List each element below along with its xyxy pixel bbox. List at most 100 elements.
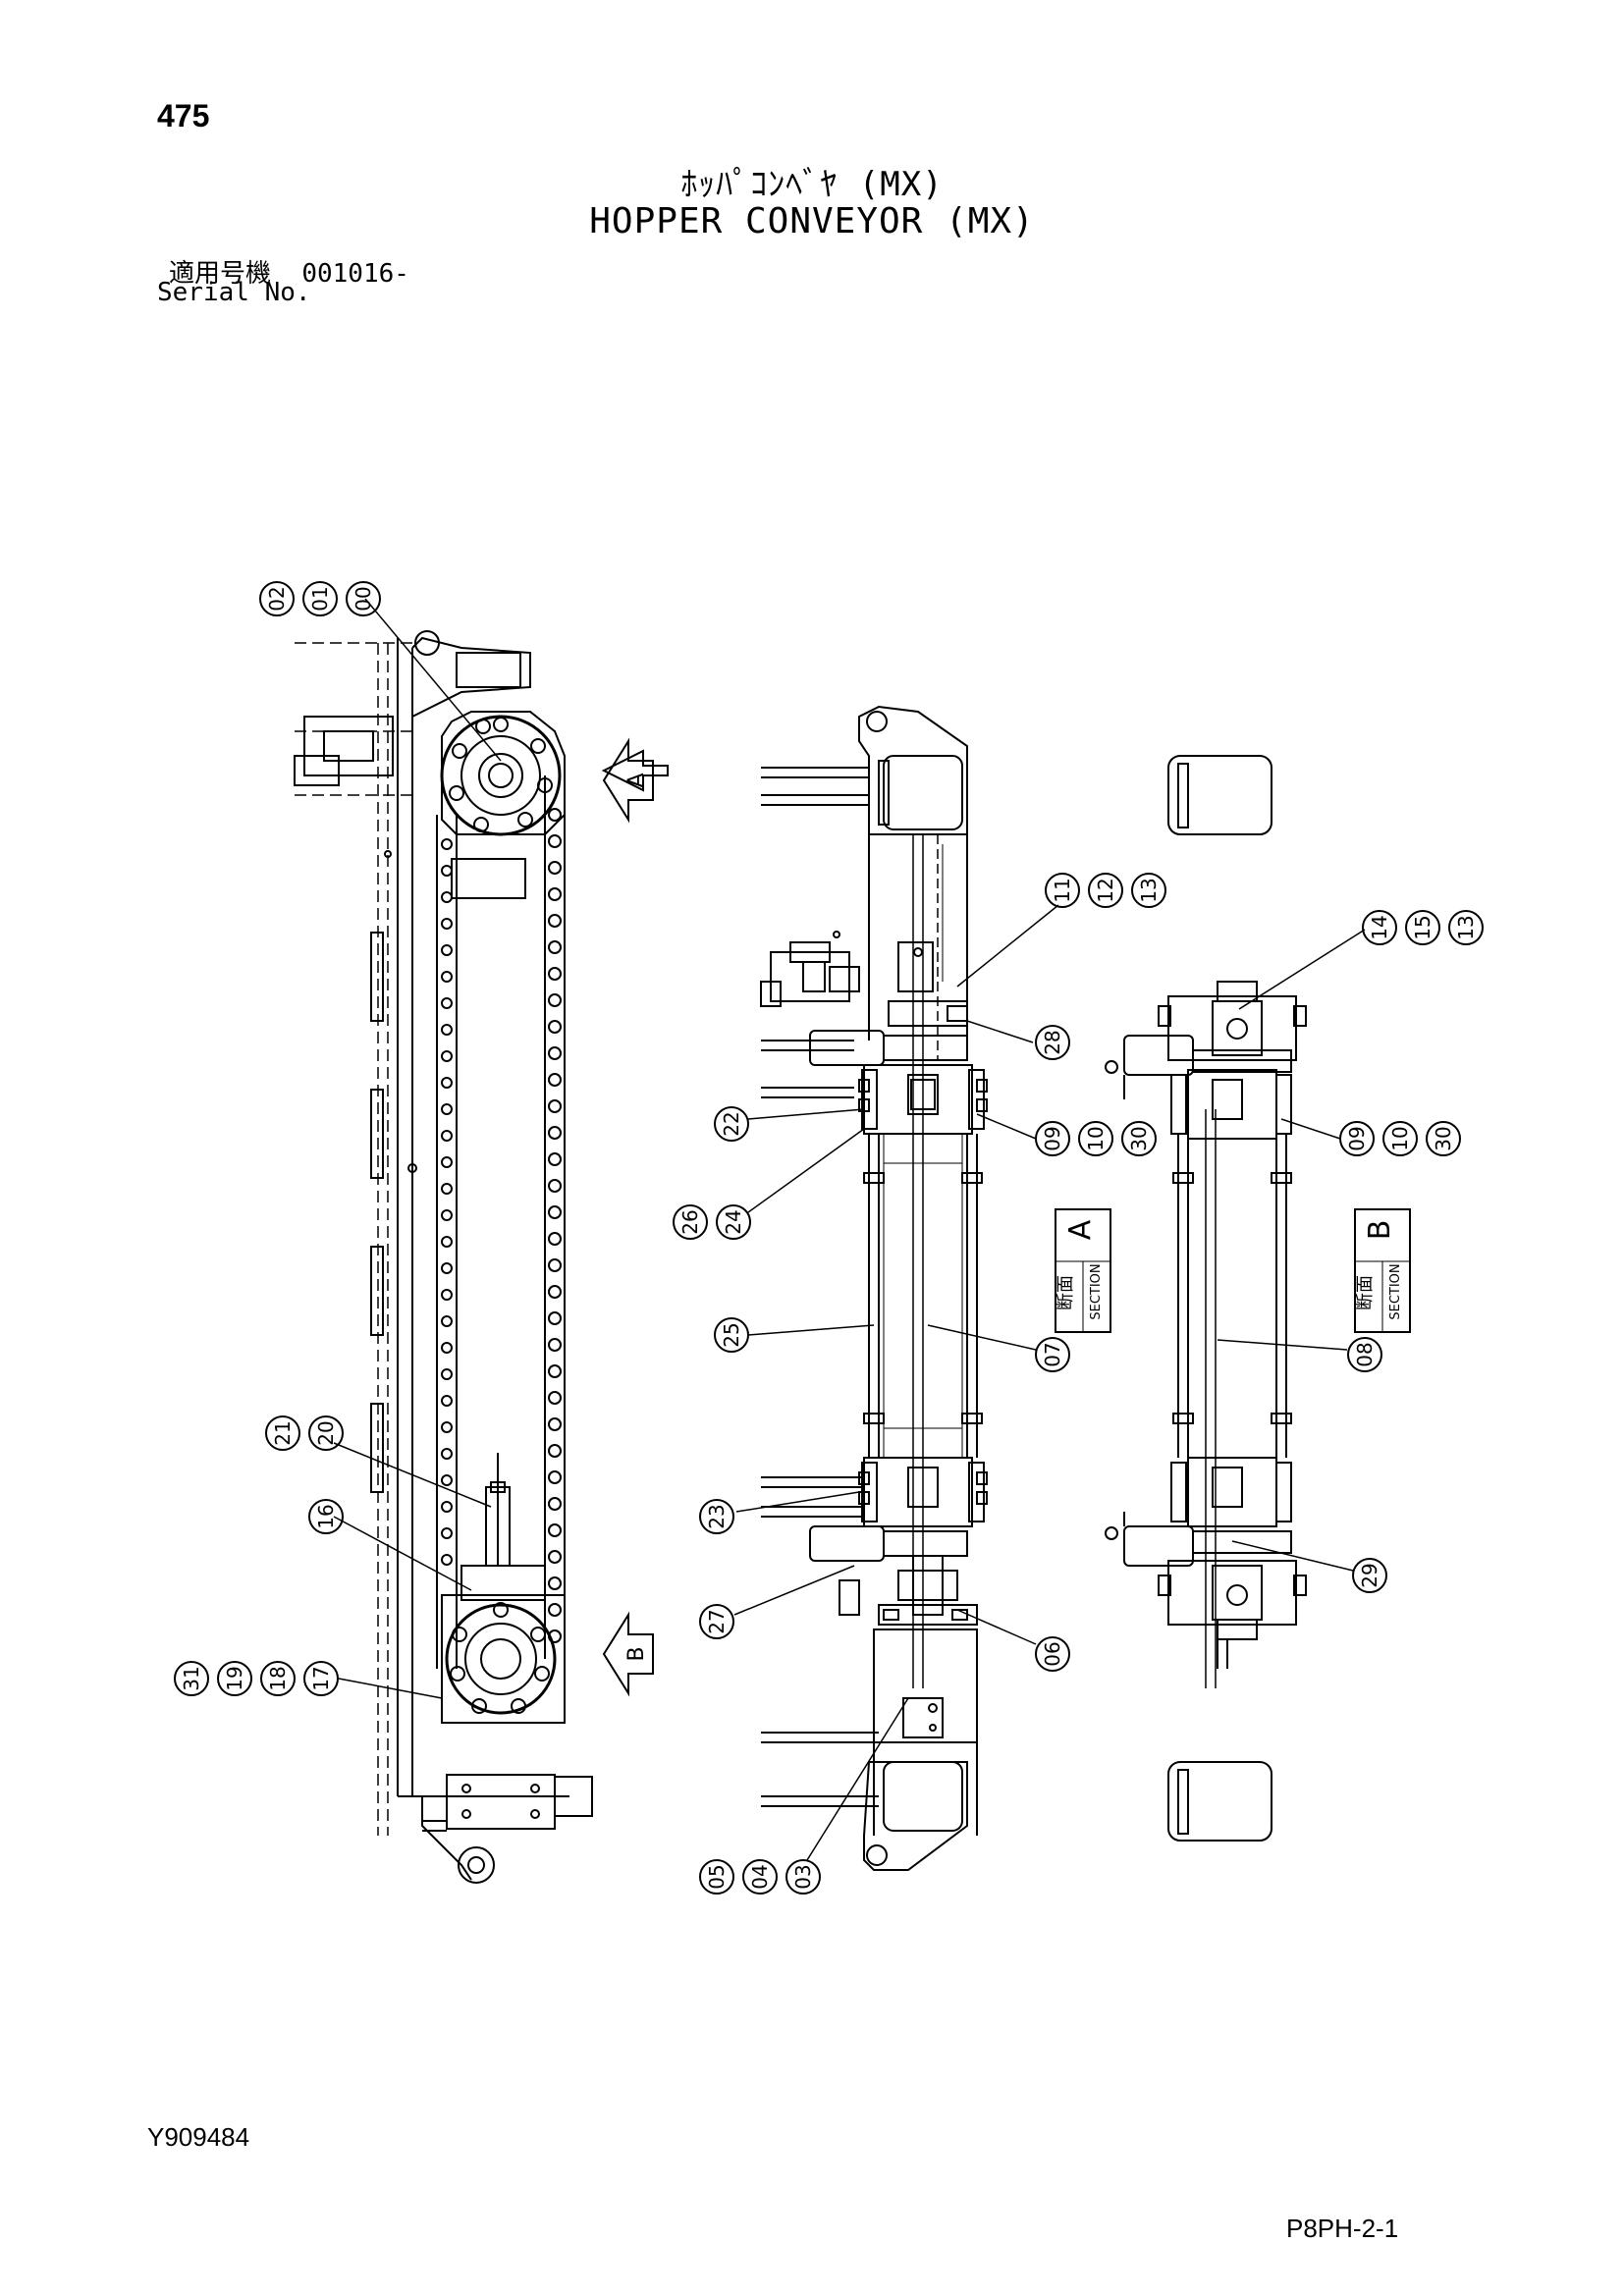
chain-link: [548, 1338, 562, 1352]
chain-link: [441, 1103, 453, 1115]
svg-text:30: 30: [1127, 1126, 1151, 1150]
chain-link: [441, 1050, 453, 1062]
chain-link: [441, 1448, 453, 1460]
svg-text:20: 20: [314, 1420, 338, 1445]
serial-label-jp: 適用号機 001016-: [169, 253, 409, 290]
callout-11: 11: [1045, 873, 1080, 908]
callout-25: 25: [714, 1317, 749, 1353]
svg-text:13: 13: [1137, 878, 1161, 902]
svg-text:00: 00: [352, 586, 375, 611]
callout-14: 14: [1362, 910, 1397, 945]
svg-text:26: 26: [678, 1209, 702, 1234]
chain-link: [441, 1395, 453, 1407]
chain-link: [441, 865, 453, 877]
chain-link: [548, 1311, 562, 1325]
callout-09-b: 09: [1339, 1121, 1375, 1156]
chain-link: [548, 1179, 562, 1193]
chain-link: [441, 1209, 453, 1221]
svg-text:15: 15: [1411, 915, 1435, 939]
callout-28: 28: [1035, 1025, 1070, 1060]
chain-link: [441, 891, 453, 903]
callout-27: 27: [699, 1604, 734, 1639]
callout-20: 20: [308, 1415, 344, 1451]
chain-link: [441, 918, 453, 930]
callout-07: 07: [1035, 1337, 1070, 1372]
chain-link: [441, 1236, 453, 1248]
chain-link: [441, 1368, 453, 1380]
chain-link: [548, 1576, 562, 1590]
svg-text:09: 09: [1345, 1126, 1369, 1150]
chain-link: [548, 1020, 562, 1034]
chain-link: [548, 1629, 562, 1643]
svg-text:08: 08: [1353, 1342, 1377, 1366]
chain-link: [548, 1073, 562, 1087]
view-arrow-a-label: A: [624, 773, 649, 787]
callout-19: 19: [217, 1661, 252, 1696]
chain-link: [441, 1289, 453, 1301]
callout-04: 04: [742, 1859, 778, 1895]
serial-label-en: Serial No.: [157, 278, 311, 307]
left-side-view: [294, 630, 593, 1884]
callout-13: 13: [1131, 873, 1166, 908]
svg-text:23: 23: [705, 1504, 729, 1528]
chain-link: [441, 1501, 453, 1513]
chain-link: [441, 1024, 453, 1036]
chain-link: [441, 1262, 453, 1274]
title-english: HOPPER CONVEYOR (MX): [589, 201, 1035, 241]
chain-link: [548, 967, 562, 981]
svg-text:27: 27: [705, 1609, 729, 1633]
leader-lines: [333, 598, 1366, 1861]
section-a-en: SECTION: [1089, 1263, 1104, 1319]
chain-link: [548, 1099, 562, 1113]
callout-13-b: 13: [1448, 910, 1484, 945]
svg-text:10: 10: [1084, 1126, 1108, 1150]
section-a-view: [760, 705, 988, 1871]
svg-text:07: 07: [1041, 1342, 1064, 1366]
svg-text:14: 14: [1368, 915, 1391, 939]
callout-12: 12: [1088, 873, 1123, 908]
chain-link: [441, 944, 453, 956]
chain-link: [548, 1232, 562, 1246]
svg-text:06: 06: [1041, 1641, 1064, 1666]
callout-16: 16: [308, 1499, 344, 1534]
chain-link: [441, 971, 453, 983]
svg-text:30: 30: [1432, 1126, 1455, 1150]
svg-text:24: 24: [722, 1209, 745, 1234]
chain-link: [441, 997, 453, 1009]
callout-00: 00: [346, 581, 381, 616]
view-arrow-a: A: [601, 737, 669, 824]
section-b-letter: B: [1363, 1220, 1397, 1241]
callout-23: 23: [699, 1499, 734, 1534]
section-b-en: SECTION: [1388, 1263, 1403, 1319]
section-a-label: A 断面 SECTION: [1055, 1208, 1111, 1333]
chain-link: [441, 838, 453, 850]
chain-link: [441, 1527, 453, 1539]
callout-06: 06: [1035, 1636, 1070, 1672]
svg-text:17: 17: [309, 1666, 333, 1690]
svg-text:02: 02: [265, 586, 289, 611]
sheet-code: P8PH-2-1: [1286, 2214, 1399, 2243]
chain-link: [548, 887, 562, 901]
svg-text:19: 19: [223, 1666, 246, 1690]
callout-08: 08: [1347, 1337, 1382, 1372]
section-a-jp: 断面: [1056, 1275, 1076, 1310]
serial-value: 001016-: [301, 259, 409, 289]
callout-01: 01: [302, 581, 338, 616]
callout-09: 09: [1035, 1121, 1070, 1156]
svg-text:28: 28: [1041, 1030, 1064, 1054]
callout-02: 02: [259, 581, 295, 616]
callout-30: 30: [1121, 1121, 1157, 1156]
callout-03: 03: [785, 1859, 821, 1895]
svg-text:18: 18: [266, 1666, 290, 1690]
callout-24: 24: [716, 1204, 751, 1240]
svg-text:29: 29: [1358, 1563, 1381, 1587]
svg-text:10: 10: [1388, 1126, 1412, 1150]
svg-text:13: 13: [1454, 915, 1478, 939]
chain-link: [548, 1391, 562, 1405]
svg-text:05: 05: [705, 1864, 729, 1889]
chain-link: [548, 1046, 562, 1060]
svg-text:21: 21: [271, 1420, 295, 1445]
section-a-letter: A: [1063, 1219, 1098, 1240]
chain-link: [548, 1603, 562, 1617]
